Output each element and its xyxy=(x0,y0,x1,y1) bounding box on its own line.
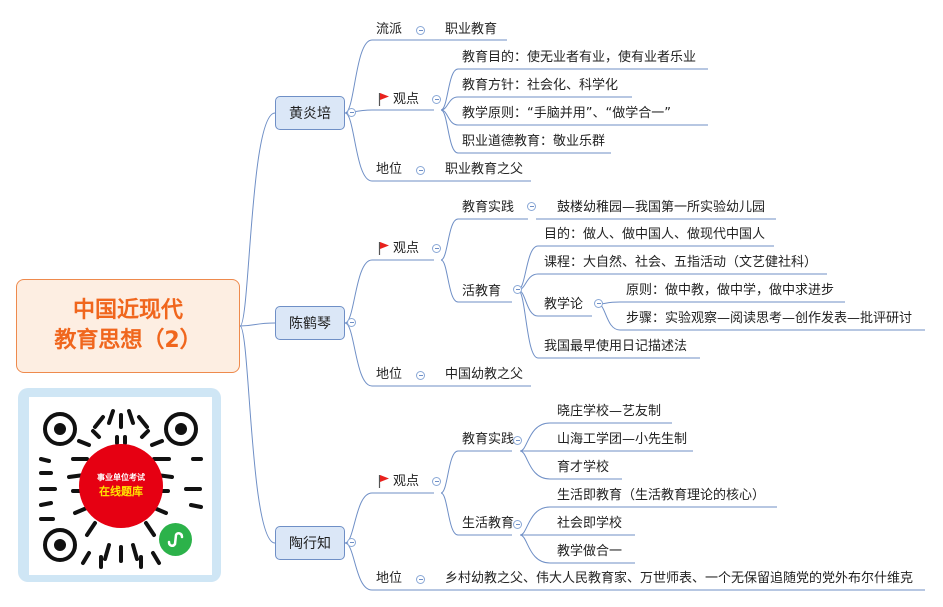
mini-program-icon xyxy=(159,523,192,556)
root-title-line1: 中国近现代 xyxy=(72,298,183,323)
collapse-toggle-icon[interactable] xyxy=(432,244,441,253)
chen-teaching-label[interactable]: 教学论 xyxy=(544,297,584,312)
huang-school-value[interactable]: 职业教育 xyxy=(445,22,498,37)
collapse-toggle-icon[interactable] xyxy=(513,285,522,294)
chen-practice-value[interactable]: 鼓楼幼稚园—我国第一所实验幼儿园 xyxy=(557,200,766,215)
qr-badge-line1: 事业单位考试 xyxy=(97,473,145,482)
huang-status-label[interactable]: 地位 xyxy=(376,162,403,177)
chen-practice-label[interactable]: 教育实践 xyxy=(462,200,515,215)
chen-status-label[interactable]: 地位 xyxy=(376,367,403,382)
huang-view-1[interactable]: 教育目的：使无业者有业，使有业者乐业 xyxy=(462,50,697,65)
red-flag-icon xyxy=(378,475,389,488)
chen-principle[interactable]: 原则：做中教，做中学，做中求进步 xyxy=(626,283,835,298)
collapse-toggle-icon[interactable] xyxy=(594,299,603,308)
chen-living-label[interactable]: 活教育 xyxy=(462,284,502,299)
huang-status-value[interactable]: 职业教育之父 xyxy=(445,162,524,177)
tao-practice-2[interactable]: 山海工学团—小先生制 xyxy=(557,432,688,447)
collapse-toggle-icon[interactable] xyxy=(347,108,356,117)
tao-status-value[interactable]: 乡村幼教之父、伟大人民教育家、万世师表、一个无保留追随党的党外布尔什维克 xyxy=(445,571,914,586)
chen-steps[interactable]: 步骤：实验观察—阅读思考—创作发表—批评研讨 xyxy=(626,311,913,326)
qr-center-badge: 事业单位考试 在线题库 xyxy=(79,444,163,528)
collapse-toggle-icon[interactable] xyxy=(416,371,425,380)
collapse-toggle-icon[interactable] xyxy=(513,520,522,529)
node-chen-heqin[interactable]: 陈鹤琴 xyxy=(275,306,345,340)
tao-view-label[interactable]: 观点 xyxy=(393,474,420,489)
tao-status-label[interactable]: 地位 xyxy=(376,571,403,586)
node-label: 陶行知 xyxy=(289,536,331,552)
chen-status-value[interactable]: 中国幼教之父 xyxy=(445,367,524,382)
root-topic[interactable]: 中国近现代 教育思想（2） xyxy=(16,279,240,373)
root-title-line2: 教育思想（2） xyxy=(54,328,202,353)
collapse-toggle-icon[interactable] xyxy=(416,26,425,35)
mini-program-glyph xyxy=(167,532,184,547)
collapse-toggle-icon[interactable] xyxy=(416,575,425,584)
huang-school-label[interactable]: 流派 xyxy=(376,22,403,37)
collapse-toggle-icon[interactable] xyxy=(432,477,441,486)
tao-life-3[interactable]: 教学做合一 xyxy=(557,544,623,559)
qr-badge-line2: 在线题库 xyxy=(99,485,143,498)
node-tao-xingzhi[interactable]: 陶行知 xyxy=(275,526,345,560)
collapse-toggle-icon[interactable] xyxy=(347,318,356,327)
qr-pattern xyxy=(39,409,203,569)
huang-view-4[interactable]: 职业道德教育：敬业乐群 xyxy=(462,134,606,149)
collapse-toggle-icon[interactable] xyxy=(513,436,522,445)
tao-practice-label[interactable]: 教育实践 xyxy=(462,432,515,447)
tao-practice-1[interactable]: 晓庄学校—艺友制 xyxy=(557,404,662,419)
chen-course[interactable]: 课程：大自然、社会、五指活动（文艺健社科） xyxy=(544,255,818,270)
red-flag-icon xyxy=(378,93,389,106)
chen-view-label[interactable]: 观点 xyxy=(393,241,420,256)
chen-goal[interactable]: 目的：做人、做中国人、做现代中国人 xyxy=(544,227,766,242)
huang-view-2[interactable]: 教育方针：社会化、科学化 xyxy=(462,78,619,93)
tao-life-1[interactable]: 生活即教育（生活教育理论的核心） xyxy=(557,488,766,503)
collapse-toggle-icon[interactable] xyxy=(347,538,356,547)
tao-life-2[interactable]: 社会即学校 xyxy=(557,516,623,531)
tao-life-label[interactable]: 生活教育 xyxy=(462,516,515,531)
huang-view-label[interactable]: 观点 xyxy=(393,92,420,107)
node-huang-yanpei[interactable]: 黄炎培 xyxy=(275,96,345,130)
huang-view-3[interactable]: 教学原则：“手脑并用”、“做学合一” xyxy=(462,106,671,121)
node-label: 黄炎培 xyxy=(289,106,331,122)
red-flag-icon xyxy=(378,242,389,255)
tao-practice-3[interactable]: 育才学校 xyxy=(557,460,610,475)
collapse-toggle-icon[interactable] xyxy=(416,166,425,175)
chen-diary[interactable]: 我国最早使用日记描述法 xyxy=(544,339,688,354)
node-label: 陈鹤琴 xyxy=(289,316,331,332)
collapse-toggle-icon[interactable] xyxy=(432,95,441,104)
collapse-toggle-icon[interactable] xyxy=(527,202,536,211)
